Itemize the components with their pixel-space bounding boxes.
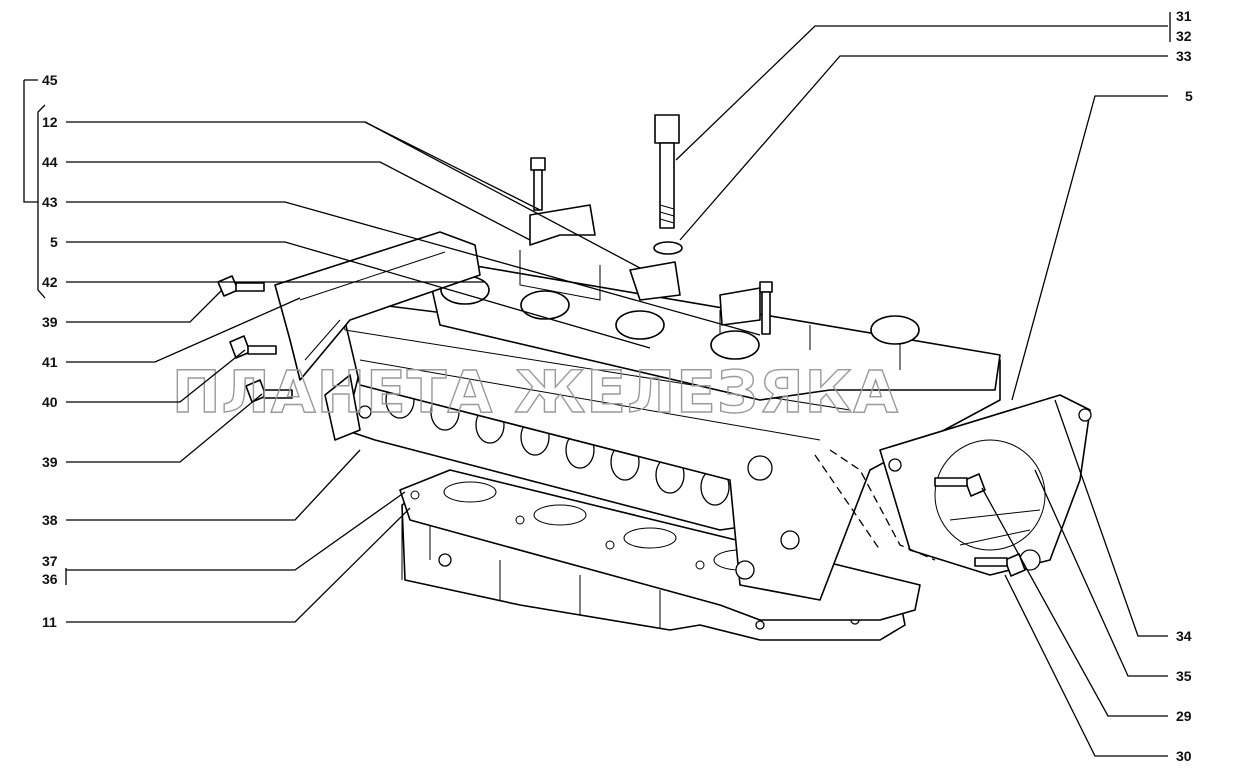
callout-12: 12: [42, 114, 58, 130]
callout-labels: 45 12 44 43 5 42 39 41 40 39 38 37 36 11…: [42, 8, 1193, 764]
callout-32: 32: [1176, 28, 1192, 44]
callout-41: 41: [42, 354, 58, 370]
callout-31: 31: [1176, 8, 1192, 24]
callout-11: 11: [42, 614, 57, 630]
valve-cover-gasket: [274, 231, 481, 381]
callout-38: 38: [42, 512, 58, 528]
bearing-cap-group: [529, 204, 761, 326]
camshaft-carrier: [429, 250, 1001, 401]
short-bolt-right: [759, 281, 773, 335]
watermark: ПЛАНЕТА ЖЕЛЕЗЯКА: [172, 358, 899, 426]
callout-44: 44: [42, 154, 58, 170]
callout-34: 34: [1176, 628, 1192, 644]
long-head-bolt: [653, 114, 683, 255]
callout-39-bottom: 39: [42, 454, 58, 470]
side-bolts: [217, 275, 1026, 577]
callout-40: 40: [42, 394, 58, 410]
callout-30: 30: [1176, 748, 1192, 764]
callout-42: 42: [42, 274, 58, 290]
callout-39-top: 39: [42, 314, 58, 330]
callout-5-left: 5: [50, 234, 58, 250]
callout-33: 33: [1176, 48, 1192, 64]
exhaust-manifold-gasket: [324, 374, 361, 441]
callout-37: 37: [42, 553, 58, 569]
callout-5-right: 5: [1185, 88, 1193, 104]
callout-43: 43: [42, 194, 58, 210]
callout-36: 36: [42, 571, 58, 587]
leader-lines: [23, 12, 1171, 757]
callout-29: 29: [1176, 708, 1192, 724]
callout-35: 35: [1176, 668, 1192, 684]
short-bolt-top: [530, 157, 546, 211]
timing-housing: [814, 394, 1092, 576]
callout-45: 45: [42, 72, 58, 88]
